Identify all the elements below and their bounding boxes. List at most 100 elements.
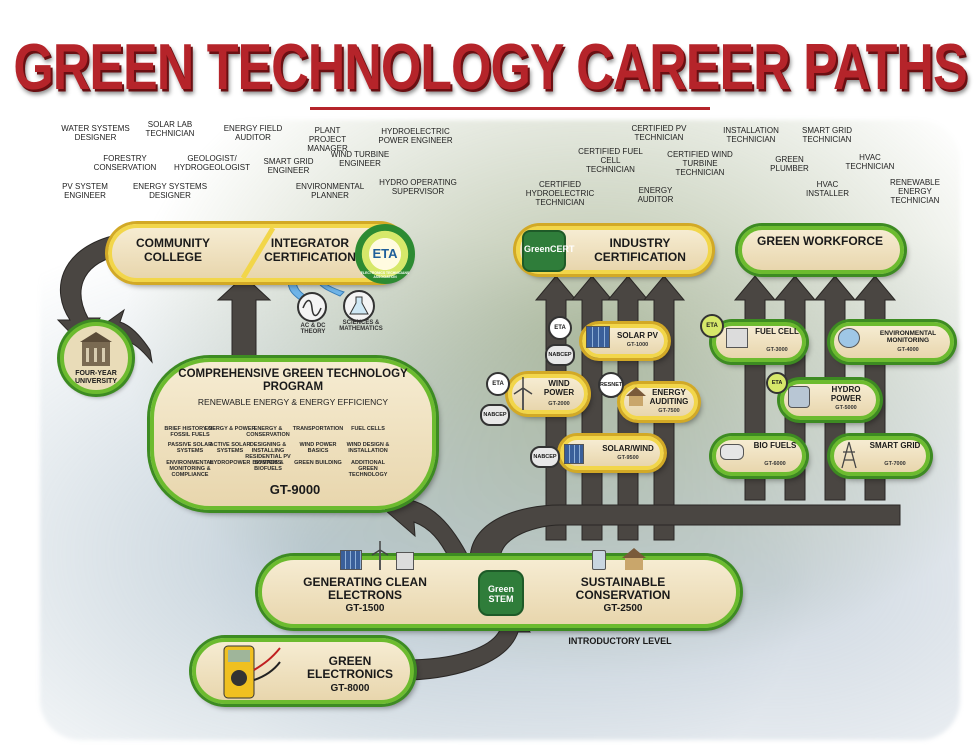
course-solar-wind-name: SOLAR/WIND [602, 444, 654, 453]
course-wind-power-name: WIND POWER [543, 379, 575, 397]
ac-dc-theory-label: AC & DC THEORY [300, 323, 326, 335]
eta-badge-hydro-text: ETA [771, 380, 783, 386]
course-sustainable-code: GT-2500 [603, 603, 643, 614]
program-topic: ENERGY & CONSERVATION [246, 426, 290, 438]
green-stem-text: Green STEM [487, 584, 514, 604]
resnet-badge-icon: RESNET [598, 372, 624, 398]
nabcep-badge-solar-wind: NABCEP [530, 446, 560, 468]
four-year-university-badge: FOUR-YEAR UNIVERSITY [60, 322, 132, 394]
green-workforce-pill [738, 226, 904, 274]
program-topic: BIOMASS & BIOFUELS [252, 460, 284, 472]
career-energy-field-auditor: ENERGY FIELD AUDITOR [223, 124, 283, 142]
career-green-plumber: GREEN PLUMBER [770, 155, 809, 173]
career-certified-pv-technician: CERTIFIED PV TECHNICIAN [631, 124, 687, 142]
program-topic: ENVIRONMENTAL MONITORING & COMPLIANCE [166, 460, 214, 478]
career-energy-auditor: ENERGY AUDITOR [637, 186, 674, 204]
arrow-program-to-integrator [216, 275, 272, 369]
program-topic: GREEN BUILDING [294, 460, 342, 466]
eta-badge-fuel-cell-icon: ETA [700, 314, 724, 338]
career-hydroelectric-power-engineer: HYDROELECTRIC POWER ENGINEER [378, 127, 453, 145]
sciences-math-label: SCIENCES & MATHEMATICS [339, 320, 383, 332]
program-subtitle: RENEWABLE ENERGY & ENERGY EFFICIENCY [197, 397, 389, 407]
career-hvac-installer: HVAC INSTALLER [806, 180, 849, 198]
course-fuel-cell-name: FUEL CELL [755, 327, 799, 336]
sciences-math-icon [343, 290, 375, 322]
course-environmental-monitoring-name: ENVIRONMENTAL MONITORING [879, 330, 937, 344]
intro-house-icon [622, 548, 646, 570]
eta-badge-wind-text: ETA [492, 381, 504, 387]
eta-seal-text: ETA [372, 246, 398, 261]
course-wind-power-code: GT-2000 [548, 401, 570, 407]
eta-cert-badge-text: ETA [554, 325, 566, 331]
course-fuel-cell-code: GT-3000 [766, 347, 788, 353]
nabcep-badge-wind-text: NABCEP [483, 412, 507, 418]
career-forestry-conservation: FORESTRY CONSERVATION [93, 154, 157, 172]
course-smart-grid-code: GT-7000 [884, 461, 906, 467]
sine-wave-icon [302, 299, 322, 317]
solar-wind-panel-icon [564, 444, 584, 464]
course-generating-name: GENERATING CLEAN ELECTRONS [303, 575, 427, 602]
career-wind-turbine-engineer: WIND TURBINE ENGINEER [330, 150, 390, 168]
green-cert-logo-icon: GreenCERT [522, 230, 575, 272]
course-smart-grid-name: SMART GRID [869, 441, 921, 450]
program-topic: ACTIVE SOLAR SYSTEMS [209, 442, 251, 454]
course-sustainable-name: SUSTAINABLE CONSERVATION [575, 575, 671, 602]
course-generating-code: GT-1500 [345, 603, 385, 614]
career-certified-hydroelectric-technician: CERTIFIED HYDROELECTRIC TECHNICIAN [525, 180, 595, 207]
program-topic: WIND POWER BASICS [299, 442, 337, 454]
light-bulb-icon [592, 550, 606, 570]
eta-badge-hydro-icon: ETA [766, 372, 788, 394]
course-environmental-monitoring-code: GT-4000 [897, 347, 919, 353]
eta-badge-fuel-cell-text: ETA [706, 323, 718, 329]
career-hydro-operating-supervisor: HYDRO OPERATING SUPERVISOR [379, 178, 457, 196]
career-certified-wind-turbine-technician: CERTIFIED WIND TURBINE TECHNICIAN [667, 150, 733, 177]
career-renewable-energy-technician: RENEWABLE ENERGY TECHNICIAN [890, 178, 940, 205]
program-topic: BRIEF HISTORY OF FOSSIL FUELS [164, 426, 216, 438]
career-plant-project-manager: PLANT PROJECT MANAGER [307, 126, 348, 153]
pill-divider [240, 226, 276, 280]
community-college-integrator-pill [108, 224, 408, 282]
course-solar-wind-code: GT-9500 [617, 455, 639, 461]
program-topic: FUEL CELLS [351, 426, 385, 432]
career-smart-grid-engineer: SMART GRID ENGINEER [263, 157, 314, 175]
nabcep-badge-pv-text: NABCEP [548, 352, 572, 358]
career-installation-technician: INSTALLATION TECHNICIAN [723, 126, 779, 144]
course-energy-auditing-name: ENERGY AUDITING [649, 388, 689, 406]
four-year-university-label: FOUR-YEAR UNIVERSITY [74, 370, 117, 385]
course-hydro-power-name: HYDRO POWER [830, 385, 862, 403]
university-building-icon [80, 332, 112, 366]
program-topic: WIND DESIGN & INSTALLATION [346, 442, 390, 454]
course-solar-pv-name: SOLAR PV [617, 331, 658, 340]
course-bio-fuels-name: BIO FUELS [753, 441, 797, 450]
career-environmental-planner: ENVIRONMENTAL PLANNER [295, 182, 365, 200]
industry-certification-label: INDUSTRY CERTIFICATION [594, 236, 686, 264]
nabcep-badge-solar-wind-text: NABCEP [533, 454, 557, 460]
career-geologist-hydrogeologist: GEOLOGIST/ HYDROGEOLOGIST [173, 154, 250, 172]
eta-seal-ring-text: ELECTRONICS TECHNICIANS ASSOCIATION [360, 271, 410, 279]
course-green-electronics-name: GREEN ELECTRONICS [306, 654, 393, 681]
program-topic: ENERGY & POWER [204, 426, 256, 432]
career-certified-fuel-cell-technician: CERTIFIED FUEL CELL TECHNICIAN [578, 147, 643, 174]
course-solar-pv-code: GT-1000 [626, 342, 649, 348]
career-energy-systems-designer: ENERGY SYSTEMS DESIGNER [132, 182, 208, 200]
program-topic: PASSIVE SOLAR SYSTEMS [167, 442, 213, 454]
intro-fuel-cell-icon [396, 552, 414, 570]
resnet-badge-text: RESNET [600, 382, 623, 388]
course-green-electronics-code: GT-8000 [330, 683, 370, 694]
green-workforce-label: GREEN WORKFORCE [757, 234, 883, 248]
introductory-level-label: INTRODUCTORY LEVEL [568, 636, 672, 646]
course-smart-grid [830, 436, 930, 476]
course-energy-auditing-code: GT-7500 [658, 408, 680, 414]
nabcep-badge-wind: NABCEP [480, 404, 510, 426]
eta-seal-icon: ETA ELECTRONICS TECHNICIANS ASSOCIATION [355, 224, 415, 284]
eta-cert-badge-icon: ETA [548, 316, 572, 340]
program-code: GT-9000 [269, 482, 321, 497]
community-college-label: COMMUNITY COLLEGE [136, 236, 210, 264]
career-smart-grid-technician: SMART GRID TECHNICIAN [802, 126, 852, 144]
page-title: GREEN TECHNOLOGY CAREER PATHS [13, 31, 967, 104]
arrow-trunk [469, 504, 901, 561]
career-water-systems-designer: WATER SYSTEMS DESIGNER [61, 124, 130, 142]
nabcep-badge-pv: NABCEP [545, 344, 575, 366]
globe-icon [838, 328, 860, 348]
comprehensive-program-pill [150, 358, 436, 510]
